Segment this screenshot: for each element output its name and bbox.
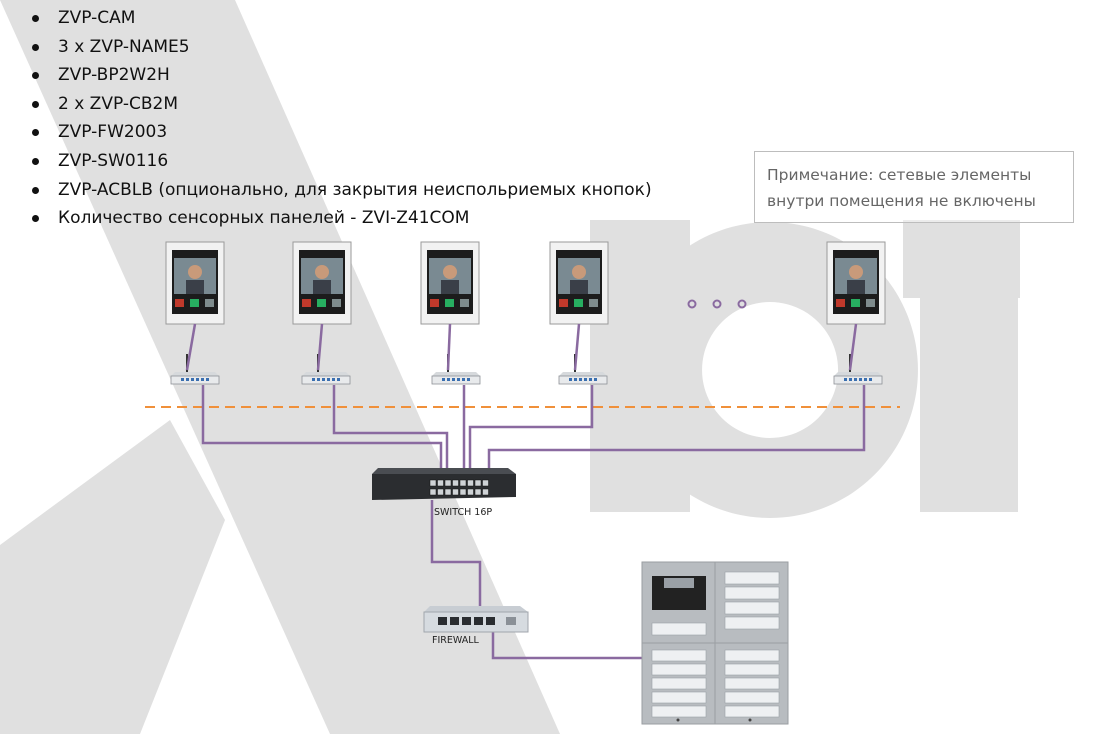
firewall-label: FIREWALL	[432, 635, 480, 646]
switch-label: SWITCH 16P	[434, 507, 492, 518]
touch-panel	[549, 241, 609, 325]
camera-module	[652, 576, 706, 610]
cable-panel-router	[848, 323, 858, 371]
more-panels-ellipsis	[687, 299, 747, 309]
note-line-2: внутри помещения не включены	[767, 192, 1036, 210]
firewall-device	[423, 606, 529, 633]
component-item: ZVP-CAM	[32, 4, 652, 33]
component-item: 3 x ZVP-NAME5	[32, 33, 652, 62]
touch-panel	[165, 241, 225, 325]
wifi-router	[558, 354, 608, 385]
component-item: ZVP-SW0116	[32, 147, 652, 176]
component-item: ZVP-ACBLB (опционально, для закрытия неи…	[32, 176, 652, 205]
cable-switch-firewall	[430, 500, 482, 618]
network-switch	[372, 468, 516, 500]
touch-panel	[292, 241, 352, 325]
cable-firewall-doorstation	[491, 628, 648, 660]
cable-panel-router	[446, 323, 452, 371]
wifi-routers	[170, 354, 883, 385]
component-item: ZVP-BP2W2H	[32, 61, 652, 90]
cable-panel-router	[185, 323, 197, 371]
wifi-router	[833, 354, 883, 385]
cable-router-5-switch	[487, 385, 866, 488]
cable-panel-router	[573, 323, 581, 371]
cable-router-1-switch	[201, 385, 443, 488]
wifi-router	[170, 354, 220, 385]
component-item: Количество сенсорных панелей - ZVI-Z41CO…	[32, 204, 652, 233]
door-station-buttons	[651, 571, 780, 718]
switch-ports	[429, 479, 489, 496]
component-item: ZVP-FW2003	[32, 118, 652, 147]
wifi-router	[431, 354, 481, 385]
cable-panel-router	[316, 323, 324, 371]
wifi-router	[301, 354, 351, 385]
touch-panels	[165, 241, 886, 325]
touch-panel	[420, 241, 480, 325]
note-line-1: Примечание: сетевые элементы	[767, 166, 1032, 184]
component-item: 2 x ZVP-CB2M	[32, 90, 652, 119]
cable-router-2-switch	[332, 385, 449, 488]
note-box: Примечание: сетевые элементы внутри поме…	[754, 151, 1074, 223]
door-station	[641, 561, 789, 725]
firewall-ports	[438, 617, 495, 625]
cable-router-4-switch	[468, 385, 594, 488]
touch-panel	[826, 241, 886, 325]
